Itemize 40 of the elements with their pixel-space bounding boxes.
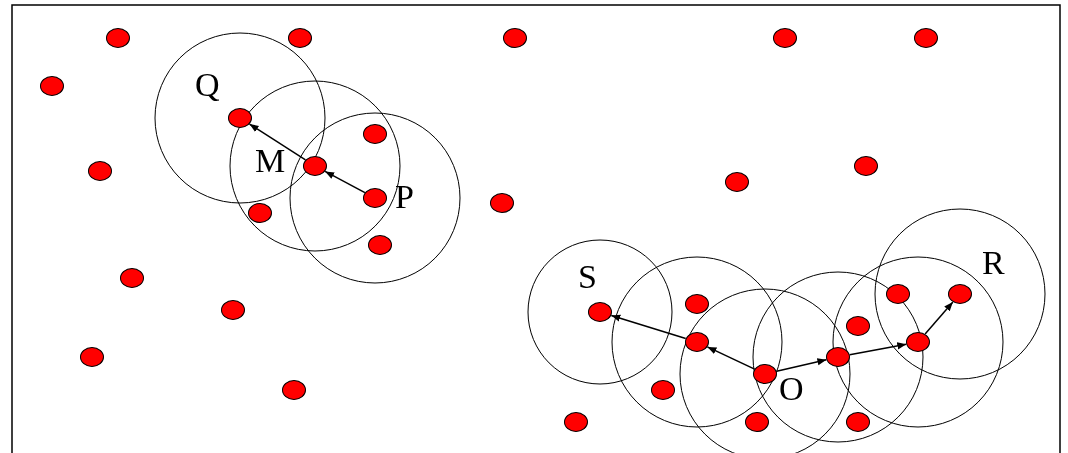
point-label: P xyxy=(395,180,414,214)
data-point xyxy=(221,300,245,320)
data-point xyxy=(40,76,64,96)
data-point xyxy=(368,235,392,255)
data-point xyxy=(120,268,144,288)
data-point xyxy=(106,28,130,48)
data-point xyxy=(651,380,675,400)
arrow xyxy=(924,301,954,335)
data-point xyxy=(846,412,870,432)
data-point xyxy=(773,28,797,48)
point-label: M xyxy=(255,144,286,178)
arrow xyxy=(706,346,756,370)
arrow xyxy=(324,170,366,194)
data-point xyxy=(490,193,514,213)
data-point xyxy=(363,124,387,144)
arrow xyxy=(610,314,687,340)
point-label: Q xyxy=(195,68,220,102)
data-point xyxy=(80,347,104,367)
data-point xyxy=(685,332,709,352)
data-point xyxy=(725,172,749,192)
arrow xyxy=(775,358,828,373)
data-point xyxy=(906,332,930,352)
point-label: S xyxy=(578,260,597,294)
data-point xyxy=(503,28,527,48)
point-label: R xyxy=(982,246,1005,280)
data-point xyxy=(282,380,306,400)
data-point xyxy=(248,203,272,223)
data-point xyxy=(88,161,112,181)
data-point xyxy=(685,294,709,314)
data-point xyxy=(914,28,938,48)
point-label: O xyxy=(779,372,804,406)
data-point xyxy=(826,347,850,367)
data-point xyxy=(288,28,312,48)
data-point xyxy=(745,412,769,432)
data-point xyxy=(564,412,588,432)
arrow xyxy=(848,342,908,356)
data-point xyxy=(886,284,910,304)
data-point xyxy=(854,156,878,176)
arrow xyxy=(248,123,307,161)
data-point xyxy=(846,316,870,336)
